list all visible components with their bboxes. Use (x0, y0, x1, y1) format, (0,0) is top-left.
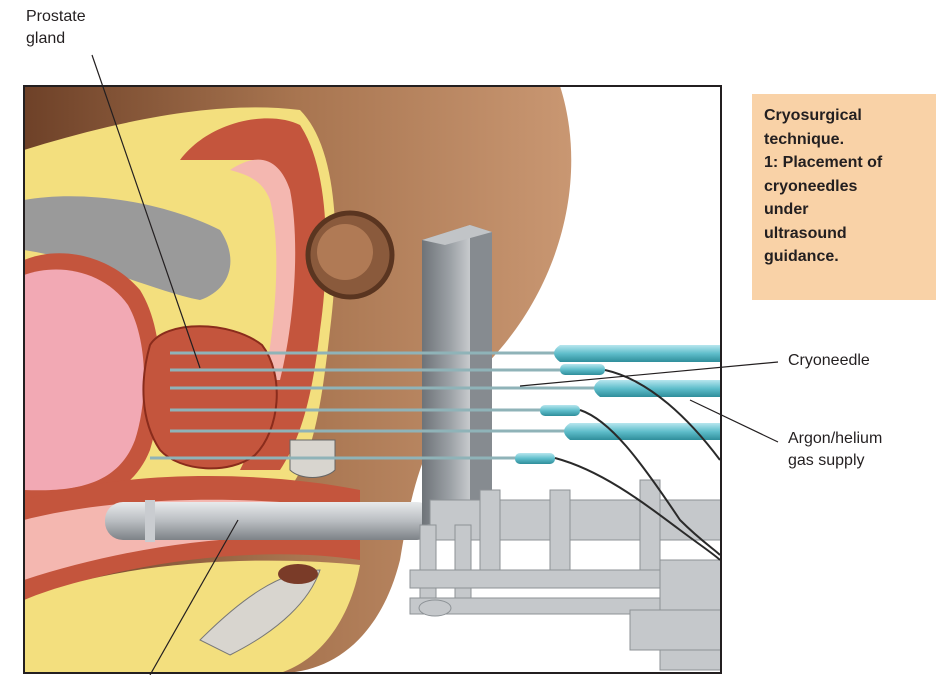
prostate (143, 326, 276, 468)
caption-box: Cryosurgical technique. 1: Placement of … (752, 94, 936, 300)
gas-supply-label: Argon/helium gas supply (788, 428, 938, 472)
anatomy-cross-section (24, 86, 721, 673)
caption-text: Cryosurgical technique. 1: Placement of … (764, 104, 928, 269)
ultrasound-probe (105, 500, 435, 542)
cryoneedle-label: Cryoneedle (788, 350, 870, 372)
prostate-gland-label: Prostate gland (26, 6, 146, 50)
needle-template-grid (422, 225, 492, 525)
